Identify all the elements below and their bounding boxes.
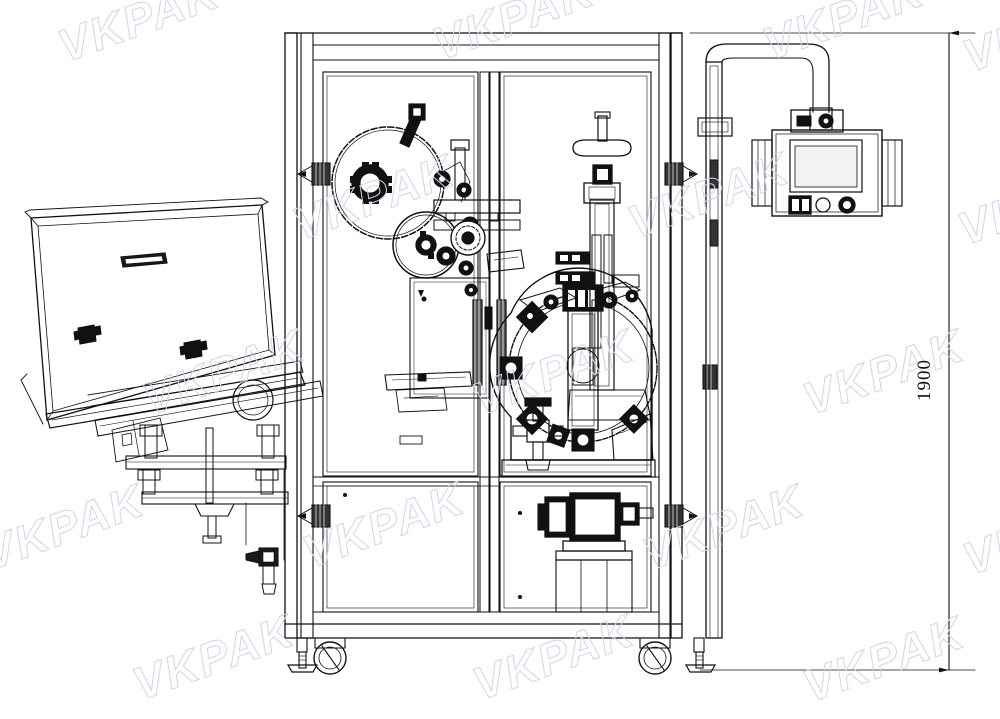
- door-handle-left[interactable]: [472, 299, 483, 386]
- conveyor-leg-right: [255, 424, 280, 495]
- hinge-lower-right: [664, 504, 699, 528]
- drive-motor: [518, 492, 654, 613]
- hinge-upper-left: [296, 162, 331, 186]
- conveyor-leg-left: [137, 424, 163, 495]
- dispenser-drive-pulley: [450, 220, 486, 256]
- hmi-screen: [789, 139, 863, 193]
- hmi-controls: [788, 195, 856, 215]
- caster-left: [313, 637, 347, 675]
- hopper: [20, 197, 276, 425]
- infeed-conveyor: [45, 360, 324, 463]
- star-wheel: [489, 267, 658, 471]
- main-cabinet: [284, 32, 683, 639]
- hinge-upper-right: [664, 162, 699, 186]
- lower-fitting: [245, 547, 279, 595]
- hopper-fastener: [73, 324, 102, 345]
- label-supply-reel: [331, 103, 445, 240]
- base-feet: [286, 637, 717, 675]
- left-door: [322, 71, 479, 613]
- leveling-foot-right: [684, 637, 717, 673]
- door-hinges: [296, 162, 718, 528]
- conveyor-foot: [194, 503, 235, 544]
- hopper-handle: [120, 252, 168, 268]
- conveyor-roller: [232, 379, 274, 421]
- hinge-lower-left: [296, 504, 331, 528]
- work-table: [501, 459, 656, 478]
- adjust-column: [555, 111, 652, 421]
- dimension-extension-lines: [689, 32, 976, 671]
- dimension-label-1900: 1900: [914, 359, 935, 401]
- caster-right: [638, 637, 672, 675]
- reel-hub: [350, 162, 392, 204]
- lower-cross-fitting: [512, 397, 564, 471]
- leveling-foot-left: [286, 637, 319, 673]
- hmi-panel: [751, 129, 903, 217]
- label-rewind-reel: [392, 211, 460, 279]
- label-dispenser: [384, 139, 525, 445]
- hmi-post: [697, 61, 733, 639]
- hopper-fastener: [179, 339, 208, 360]
- conveyor-legs: [125, 424, 289, 595]
- handwheel[interactable]: [572, 111, 632, 157]
- hmi-arm: [705, 43, 844, 133]
